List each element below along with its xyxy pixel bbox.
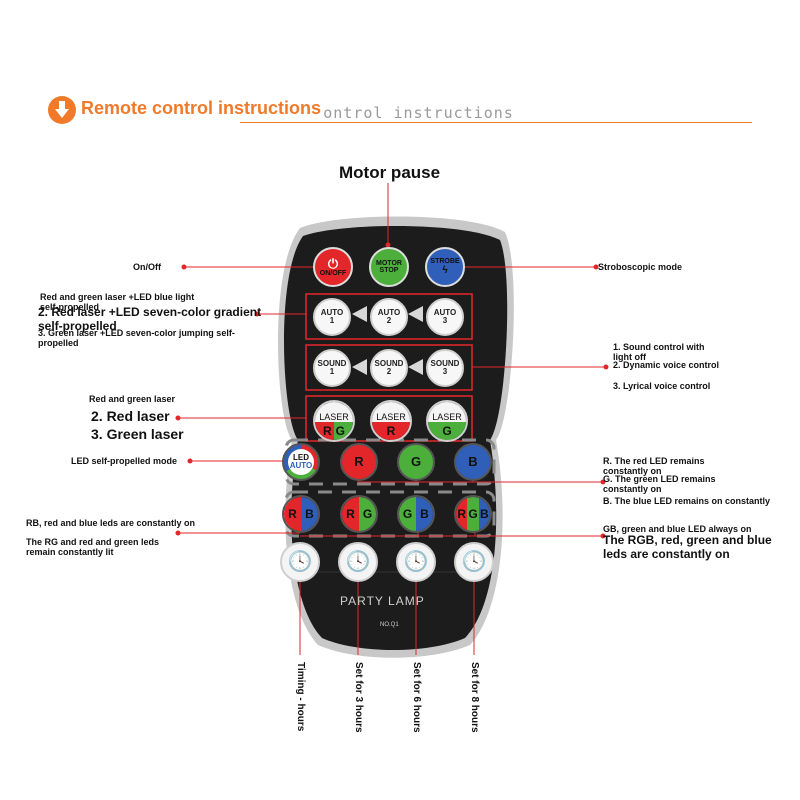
label-rgb: The RGB, red, green and blue leds are co… <box>603 533 772 561</box>
label-sound-2: 2. Dynamic voice control <box>613 360 720 370</box>
label-strobe: Stroboscopic mode <box>598 262 683 272</box>
clock-icon: 🕓 <box>345 551 371 573</box>
label-sound-1: 1. Sound control with light off <box>613 342 705 363</box>
led-red-button[interactable]: R <box>340 443 378 481</box>
led-rb-button[interactable]: R B <box>282 495 320 533</box>
laser-g-button[interactable]: LASER G <box>426 400 468 442</box>
label-led-g: G. The green LED remains constantly on <box>603 474 716 495</box>
model-label: NO.Q1 <box>380 622 399 628</box>
motor-stop-button[interactable]: MOTOR STOP <box>369 247 409 287</box>
ghost-title: Remote control instructions <box>243 104 514 122</box>
label-timer-6h: Set for 6 hours <box>411 662 422 733</box>
timer-8h-button[interactable]: 🕓 <box>454 542 494 582</box>
timer-3h-button[interactable]: 🕓 <box>338 542 378 582</box>
label-led-r: R. The red LED remains constantly on <box>603 456 705 477</box>
led-rg-button[interactable]: R G <box>340 495 378 533</box>
clock-icon: 🕓 <box>461 551 487 573</box>
label-sound-3: 3. Lyrical voice control <box>613 381 711 391</box>
label-laser-1: Red and green laser <box>89 394 176 404</box>
label-auto-1: Red and green laser +LED blue light self… <box>40 292 195 313</box>
page-title: Remote control instructions <box>81 98 322 118</box>
label-rg: The RG and red and green leds remain con… <box>26 537 160 558</box>
label-laser-2: 2. Red laser <box>91 408 170 424</box>
motor-pause-title: Motor pause <box>339 163 441 182</box>
label-timer-1: Timing - hours <box>295 662 306 732</box>
led-green-button[interactable]: G <box>397 443 435 481</box>
clock-icon: 🕓 <box>403 551 429 573</box>
download-arrow-icon <box>48 96 76 124</box>
led-rgb-button[interactable]: R G B <box>454 495 492 533</box>
auto-group-frame <box>305 293 473 340</box>
lightning-icon: ϟ <box>442 264 448 276</box>
label-rb: RB, red and blue leds are constantly on <box>26 518 196 528</box>
header-divider <box>240 122 752 123</box>
laser-r-button[interactable]: LASER R <box>370 400 412 442</box>
clock-icon: 🕓 <box>287 551 313 573</box>
strobe-button[interactable]: STROBE ϟ <box>425 247 465 287</box>
led-gb-button[interactable]: G B <box>397 495 435 533</box>
led-auto-button[interactable]: LED AUTO <box>282 443 320 481</box>
led-blue-button[interactable]: B <box>454 443 492 481</box>
label-timer-8h: Set for 8 hours <box>469 662 480 733</box>
timer-6h-button[interactable]: 🕓 <box>396 542 436 582</box>
label-laser-3: 3. Green laser <box>91 426 184 442</box>
timer-1-button[interactable]: 🕓 <box>280 542 320 582</box>
label-gb: GB, green and blue LED always on <box>603 524 752 534</box>
power-icon: ⏻ <box>327 255 339 271</box>
label-timer-3h: Set for 3 hours <box>353 662 364 733</box>
label-led-b: B. The blue LED remains on constantly <box>603 496 771 506</box>
label-auto-2: 2. Red laser +LED seven-color gradient s… <box>38 305 262 333</box>
on-off-button[interactable]: ⏻ ON/OFF <box>313 247 353 287</box>
label-on-off: On/Off <box>133 262 161 272</box>
label-led-auto: LED self-propelled mode <box>71 456 178 466</box>
label-auto-3: 3. Green laser +LED seven-color jumping … <box>38 328 235 349</box>
brand-label: PARTY LAMP <box>340 594 425 608</box>
